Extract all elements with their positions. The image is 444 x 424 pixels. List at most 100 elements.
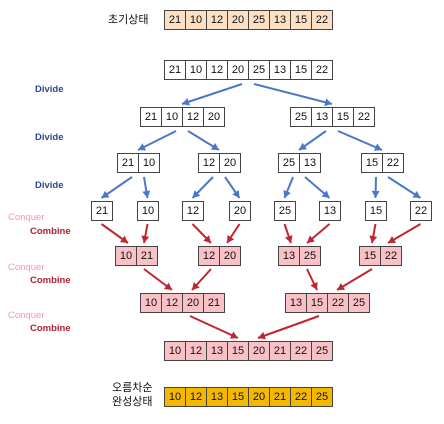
- array-cell: 21: [203, 293, 225, 313]
- array-cell: 10: [137, 201, 159, 221]
- array-cell: 13: [285, 293, 307, 313]
- divide-arrow-head: [232, 189, 240, 198]
- divide-arrow-head: [192, 190, 201, 198]
- array-cell: 22: [380, 246, 402, 266]
- array-cell: 22: [410, 201, 432, 221]
- array-cell: 10: [161, 107, 183, 127]
- sorted-state-label-line2: 완성상태: [112, 396, 153, 408]
- combine-arrow-head: [227, 234, 235, 243]
- array-cell: 15: [290, 60, 312, 80]
- array-cell: 15: [227, 387, 249, 407]
- array-cell: 12: [206, 10, 228, 30]
- array-cell: 20: [219, 153, 241, 173]
- combine-arrow-head: [164, 282, 172, 290]
- combine-label-1: Combine: [30, 226, 71, 237]
- divide-label-2: Divide: [35, 132, 64, 143]
- divide-arrow-head: [142, 190, 151, 198]
- combine-label-3: Combine: [30, 323, 71, 334]
- divide-arrow-head: [283, 190, 291, 198]
- divide-array: 20: [229, 201, 251, 221]
- array-cell: 10: [164, 341, 186, 361]
- combine-arrow-head: [192, 282, 200, 290]
- array-cell: 20: [182, 293, 204, 313]
- divide-array: 25: [274, 201, 296, 221]
- array-cell: 20: [227, 10, 249, 30]
- conquer-label-2: Conquer: [8, 262, 45, 273]
- array-cell: 10: [115, 246, 137, 266]
- array-cell: 21: [164, 60, 186, 80]
- array-cell: 10: [140, 293, 162, 313]
- sorted-state-label-line1: 오름차순: [112, 382, 153, 394]
- array-cell: 12: [182, 107, 204, 127]
- array-cell: 22: [353, 107, 375, 127]
- combine-arrow-head: [337, 282, 346, 290]
- divide-arrow-head: [101, 190, 110, 198]
- array-cell: 25: [311, 341, 333, 361]
- array-cell: 25: [311, 387, 333, 407]
- array-cell: 15: [306, 293, 328, 313]
- combine-arrow-head: [388, 236, 397, 243]
- array-cell: 22: [327, 293, 349, 313]
- divide-arrow-head: [138, 143, 147, 151]
- array-cell: 13: [311, 107, 333, 127]
- divide-label-1: Divide: [35, 84, 64, 95]
- combine-arrow-head: [369, 235, 378, 243]
- array-cell: 12: [182, 201, 204, 221]
- combine-arrow-head: [258, 331, 266, 340]
- divide-arrow-head: [371, 190, 380, 198]
- array-cell: 15: [332, 107, 354, 127]
- array-cell: 15: [359, 246, 381, 266]
- array-cell: 25: [290, 107, 312, 127]
- combine-arrow-head: [141, 235, 150, 243]
- array-cell: 12: [185, 387, 207, 407]
- array-cell: 20: [203, 107, 225, 127]
- divide-arrow-head: [182, 97, 190, 106]
- array-cell: 22: [290, 341, 312, 361]
- array-cell: 21: [136, 246, 158, 266]
- divide-arrow-head: [324, 98, 332, 107]
- divide-arrow-head: [299, 142, 308, 150]
- combine-arrow-head: [307, 235, 315, 243]
- array-cell: 15: [227, 341, 249, 361]
- array-cell: 21: [269, 341, 291, 361]
- array-cell: 15: [365, 201, 387, 221]
- array-cell: 22: [311, 60, 333, 80]
- array-cell: 12: [185, 341, 207, 361]
- array-cell: 21: [269, 387, 291, 407]
- array-cell: 10: [185, 60, 207, 80]
- array-cell: 12: [161, 293, 183, 313]
- initial-state-label: 초기상태: [108, 14, 149, 26]
- array-cell: 13: [206, 341, 228, 361]
- combine-arrow: [189, 315, 239, 339]
- divide-array: 21: [91, 201, 113, 221]
- array-cell: 25: [278, 153, 300, 173]
- array-cell: 13: [206, 387, 228, 407]
- divide-arrow: [137, 130, 177, 151]
- array-cell: 15: [361, 153, 383, 173]
- divide-label-3: Divide: [35, 180, 64, 191]
- array-cell: 12: [198, 153, 220, 173]
- divide-arrow: [181, 83, 243, 105]
- array-cell: 25: [274, 201, 296, 221]
- array-cell: 21: [91, 201, 113, 221]
- array-cell: 20: [219, 246, 241, 266]
- array-cell: 15: [290, 10, 312, 30]
- divide-array: 12: [182, 201, 204, 221]
- array-cell: 20: [227, 60, 249, 80]
- combine-arrow-head: [284, 235, 293, 243]
- array-cell: 21: [164, 10, 186, 30]
- array-cell: 20: [248, 387, 270, 407]
- array-cell: 10: [164, 387, 186, 407]
